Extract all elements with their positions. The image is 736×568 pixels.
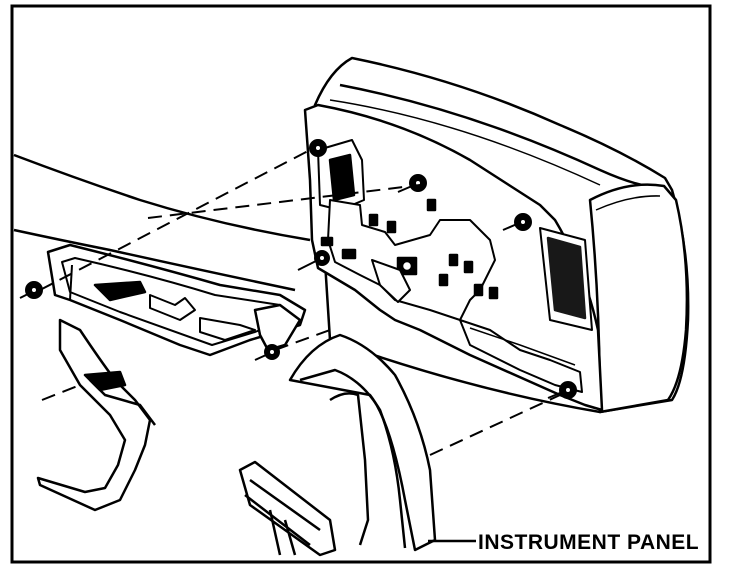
leader-lines <box>19 185 561 399</box>
dash-top-surface-icon <box>13 153 311 292</box>
callout: INSTRUMENT PANEL <box>428 531 699 554</box>
lower-left-panel-icon <box>36 318 156 512</box>
callout-label: INSTRUMENT PANEL <box>478 531 699 554</box>
diagram-frame <box>10 4 712 564</box>
cluster-housing-icon <box>303 56 690 414</box>
alignment-lines <box>39 149 561 456</box>
mounting-screw-icon <box>25 139 577 399</box>
instrument-panel-icon <box>238 333 437 557</box>
bezel-icon <box>46 243 307 357</box>
